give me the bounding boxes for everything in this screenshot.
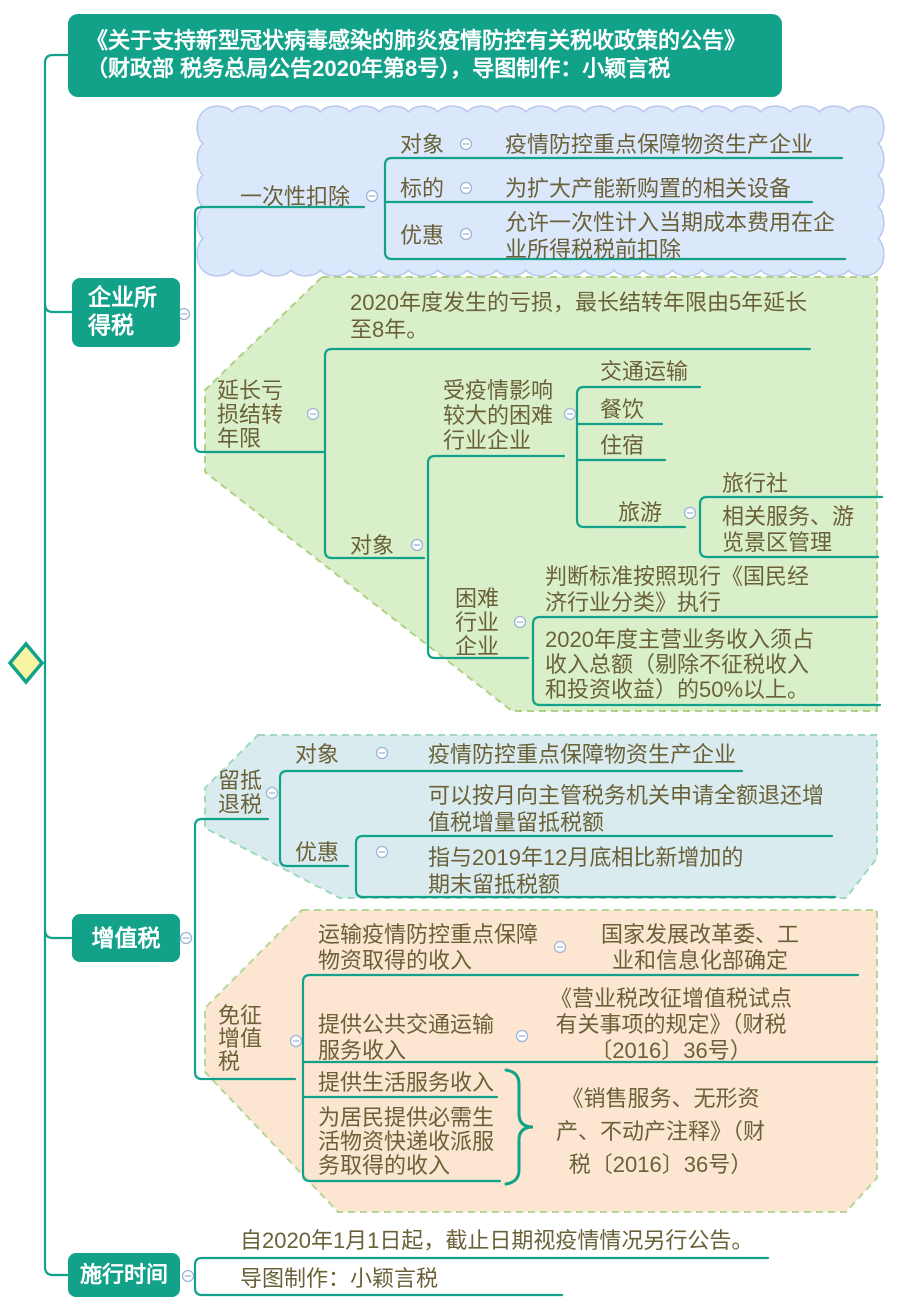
node-industry-transport[interactable]: 交通运输 xyxy=(600,359,689,384)
node-ve-row2[interactable]: 提供公共交通运输 服务收入 xyxy=(318,1012,495,1063)
node-loss-target-label[interactable]: 对象 xyxy=(350,533,395,558)
node-industry-tourism[interactable]: 旅游 xyxy=(618,500,663,525)
collapse-icons xyxy=(177,137,697,1283)
brace-icon xyxy=(504,1068,534,1186)
node-credit-refund[interactable]: 留抵 退税 xyxy=(218,768,263,817)
topic-effective-time[interactable]: 施行时间 xyxy=(68,1253,180,1297)
node-otd-target-label[interactable]: 对象 xyxy=(400,132,445,157)
node-industry-accommodation[interactable]: 住宿 xyxy=(600,433,645,458)
node-difficult-industry[interactable]: 困难 行业 企业 xyxy=(455,586,500,659)
node-ve-row4[interactable]: 为居民提供必需生 活物资快递收派服 务取得的收入 xyxy=(318,1105,495,1178)
node-cr-target-label[interactable]: 对象 xyxy=(295,742,340,767)
node-otd-benefit-label[interactable]: 优惠 xyxy=(400,223,445,248)
node-ve-brace-value[interactable]: 《销售服务、无形资 产、不动产注释》（财 税〔2016〕36号） xyxy=(555,1086,765,1177)
node-cr-benefit-label[interactable]: 优惠 xyxy=(295,840,340,865)
node-related-services[interactable]: 相关服务、游 览景区管理 xyxy=(722,504,855,555)
node-cr-benefit2[interactable]: 指与2019年12月底相比新增加的 期末留抵税额 xyxy=(428,845,744,897)
node-ve-row3[interactable]: 提供生活服务收入 xyxy=(318,1070,495,1095)
title-banner[interactable]: 《关于支持新型冠状病毒感染的肺炎疫情防控有关税收政策的公告》 （财政部 税务总局… xyxy=(68,14,782,97)
node-affected-industries[interactable]: 受疫情影响 较大的困难 行业企业 xyxy=(443,378,554,453)
node-otd-subject-label[interactable]: 标的 xyxy=(400,176,445,201)
connector-lines xyxy=(40,53,884,1297)
cloud-boundary xyxy=(196,105,885,277)
node-ve-row1[interactable]: 运输疫情防控重点保障 物资取得的收入 xyxy=(318,922,539,973)
node-one-time-deduction[interactable]: 一次性扣除 xyxy=(240,184,351,209)
node-ve-row1-value[interactable]: 国家发展改革委、工 业和信息化部确定 xyxy=(600,922,799,973)
node-loss-carryover[interactable]: 延长亏 损结转 年限 xyxy=(217,378,284,451)
node-ve-row2-value[interactable]: 《营业税改征增值税试点 有关事项的规定》（财税 〔2016〕36号） xyxy=(549,986,792,1063)
node-otd-benefit[interactable]: 允许一次性计入当期成本费用在企 业所得税税前扣除 xyxy=(505,210,836,262)
topic-corporate-income-tax[interactable]: 企业所 得税 xyxy=(72,278,180,347)
green-boundary xyxy=(204,276,878,712)
node-otd-subject[interactable]: 为扩大产能新购置的相关设备 xyxy=(505,176,792,201)
node-judgment-standard[interactable]: 判断标准按照现行《国民经 济行业分类》执行 xyxy=(545,564,810,615)
node-vat-exemption[interactable]: 免征 增值 税 xyxy=(218,1003,263,1074)
node-industry-catering[interactable]: 餐饮 xyxy=(600,397,645,422)
root-node-diamond[interactable] xyxy=(7,641,45,685)
node-loss-rule[interactable]: 2020年度发生的亏损，最长结转年限由5年延长 至8年。 xyxy=(350,290,808,342)
topic-vat[interactable]: 增值税 xyxy=(72,914,180,962)
node-otd-target[interactable]: 疫情防控重点保障物资生产企业 xyxy=(505,132,814,157)
node-travel-agency[interactable]: 旅行社 xyxy=(722,471,789,496)
node-revenue-rule[interactable]: 2020年度主营业务收入须占 收入总额（剔除不征税收入 和投资收益）的50%以上… xyxy=(545,627,814,702)
node-cr-benefit1[interactable]: 可以按月向主管税务机关申请全额退还增 值税增量留抵税额 xyxy=(428,783,825,835)
node-cr-target[interactable]: 疫情防控重点保障物资生产企业 xyxy=(428,742,737,767)
node-effective-rule[interactable]: 自2020年1月1日起，截止日期视疫情情况另行公告。 xyxy=(240,1228,754,1253)
node-map-credit[interactable]: 导图制作：小颖言税 xyxy=(240,1266,439,1291)
